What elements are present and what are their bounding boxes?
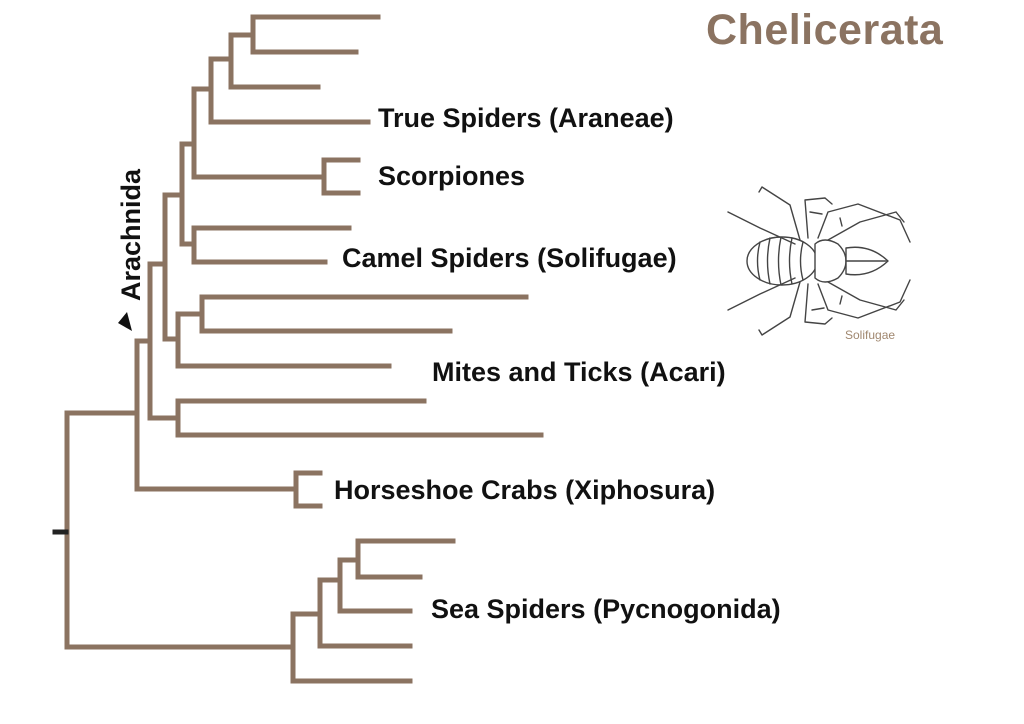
true-spiders-clade [208,14,381,125]
root-branch [64,410,296,650]
taxon-label-horseshoe-crabs: Horseshoe Crabs (Xiphosura) [334,475,716,505]
acari-group-2 [175,398,544,438]
tree-branches [52,14,544,684]
horseshoe-crabs-clade [293,470,323,509]
taxon-label-scorpiones: Scorpiones [378,161,526,191]
arachnida-label: Arachnida [116,168,146,302]
taxon-label-mites-ticks: Mites and Ticks (Acari) [432,357,726,387]
acari-group-1 [175,294,529,369]
scorpiones-clade [321,157,361,196]
camel-spiders-clade [191,225,352,265]
arachnida-stem [134,338,299,492]
sea-spiders-clade [290,538,456,684]
taxon-label-camel-spiders: Camel Spiders (Solifugae) [342,243,677,273]
figure-title: Chelicerata [706,6,944,54]
spiders-scorpions [191,86,327,180]
arachnida-pointer-icon [118,312,132,331]
illustration-caption: Solifugae [845,328,896,342]
taxon-label-sea-spiders: Sea Spiders (Pycnogonida) [431,594,781,624]
taxon-label-true-spiders: True Spiders (Araneae) [378,103,674,133]
solifugae-illustration [727,186,911,336]
